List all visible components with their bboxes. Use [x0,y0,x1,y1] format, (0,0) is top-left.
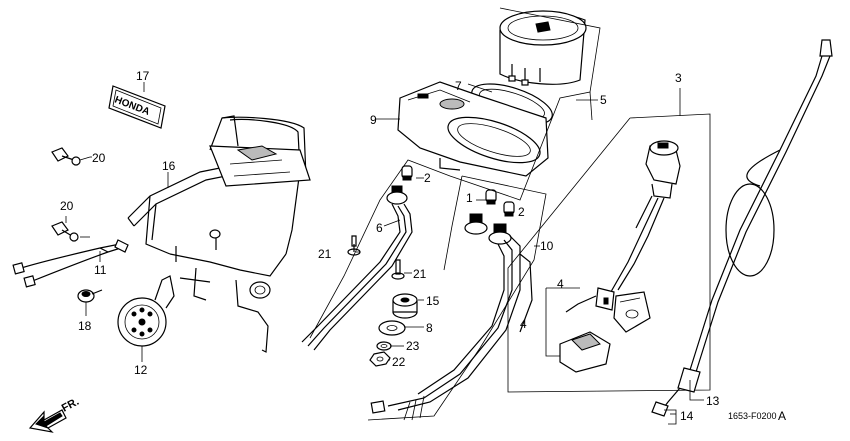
callouts: 17 20 16 20 11 18 12 9 7 5 2 6 21 1 2 10… [60,69,786,423]
callout-2-upper: 2 [424,171,431,185]
callout-17: 16 [162,159,176,173]
callout-15: 14 [680,409,694,423]
washer-23 [376,341,392,351]
callout-21-left: 21 [318,247,332,261]
bolt-20-lower [51,216,79,242]
horn-13 [117,275,175,347]
callout-2-lower: 2 [518,205,525,219]
figure-code: 1653-F0200 [728,411,777,421]
bulb-sockets-1-2 [464,189,515,245]
screw-21-left [347,235,361,256]
callout-20-upper: 20 [92,151,106,165]
grommet-16 [392,293,418,319]
callout-3: 3 [675,71,682,85]
nut-22 [369,351,391,367]
wire-harness-12 [12,239,129,288]
assembly-outline-6 [309,7,601,339]
callout-20-lower: 20 [60,199,74,213]
callout-21-center: 21 [413,267,427,281]
leader-lines [80,82,676,415]
callout-1: 1 [466,191,473,205]
bolt-19 [77,289,103,303]
bolt-20-upper [51,147,91,166]
switch-assembly-3 [507,88,711,393]
assembly-outline-11 [367,175,547,421]
callout-12: 11 [94,263,107,277]
speedometer-gauge [499,10,587,86]
honda-emblem: HONDA [108,85,166,129]
callout-8: 7 [455,79,462,93]
callout-23: 23 [406,339,420,353]
front-direction-arrow: FR. [28,396,81,433]
figure-suffix: A [778,409,786,423]
callout-6: 5 [600,93,607,107]
callout-9: 8 [426,321,433,335]
callout-22: 22 [392,355,406,369]
callout-11: 10 [540,239,554,253]
callout-4: 4 [520,317,527,331]
callout-14: 13 [706,394,720,408]
washer-9 [378,320,406,336]
bracket-17 [127,115,311,353]
bulb-socket-2-upper [386,165,413,205]
callout-10: 9 [370,113,377,127]
callout-7: 6 [376,221,383,235]
speedometer-cable-14 [651,39,833,425]
meter-case-10 [397,81,549,177]
callout-13: 12 [134,363,148,377]
callout-16: 15 [426,294,440,308]
screw-21-center [391,259,405,280]
callout-18: 17 [136,69,150,83]
meter-harness-11 [370,235,533,421]
callout-5: 4 [557,277,564,291]
callout-19: 18 [78,319,92,333]
direction-label: FR. [60,396,81,415]
holder-4 [545,287,651,373]
